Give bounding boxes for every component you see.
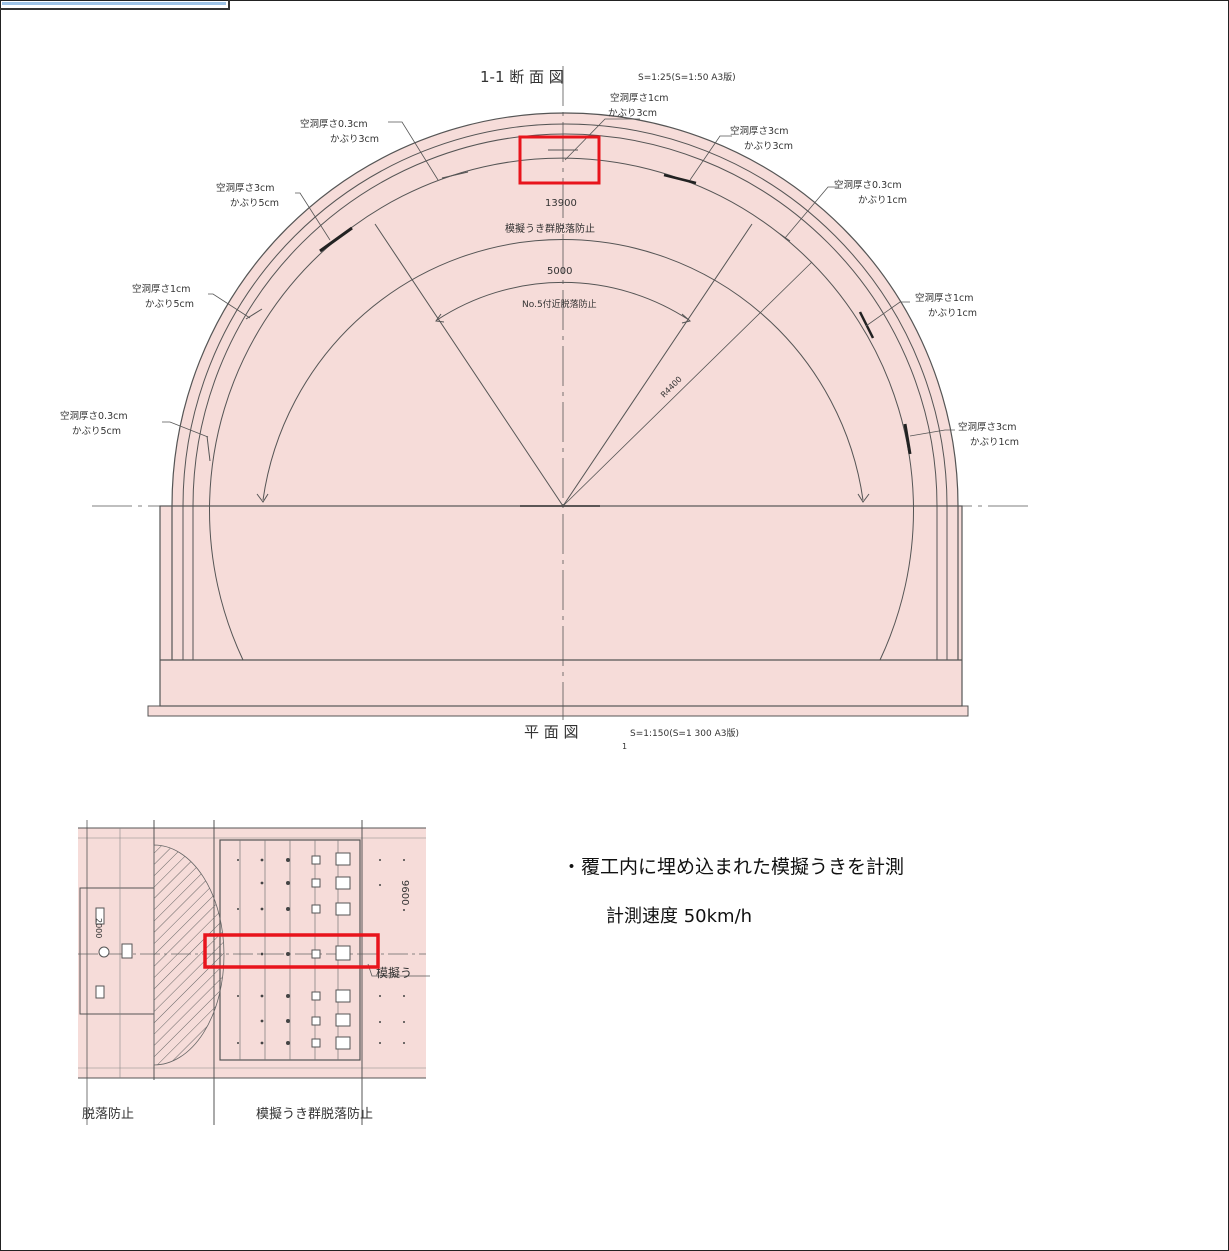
dim-arc-inner	[436, 281, 690, 321]
plan-left-label: 脱落防止	[82, 1106, 134, 1122]
hatch-area	[153, 844, 225, 1066]
annot-6-l1: 空洞厚さ1cm	[132, 283, 191, 295]
annot-4-l2: かぶり5cm	[230, 198, 279, 209]
mid-arch-1	[182, 123, 948, 507]
annot-4-l1: 空洞厚さ3cm	[216, 182, 275, 194]
annot-8-l1: 空洞厚さ0.3cm	[60, 410, 128, 422]
plan-right-label: 模擬うき群脱落防止	[256, 1106, 373, 1122]
annot-9-l1: 空洞厚さ3cm	[958, 421, 1017, 433]
dim-5000: 5000	[547, 266, 572, 277]
section-scale: S=1:25(S=1:50 A3版)	[638, 71, 736, 83]
annot-1-l2: かぶり3cm	[608, 108, 657, 119]
plan-fill	[78, 828, 426, 1078]
section-drawing: 1	[92, 66, 1028, 751]
annot-9-l2: かぶり1cm	[970, 437, 1019, 448]
dim-13900: 13900	[545, 198, 577, 209]
annot-5-l1: 空洞厚さ0.3cm	[834, 179, 902, 191]
annot-1-l1: 空洞厚さ1cm	[610, 92, 669, 104]
plan-dim-2000: 2000	[94, 918, 103, 938]
highlight-box-plan	[203, 933, 380, 969]
mid-arch-2	[192, 133, 938, 507]
corner-tab-accent	[2, 2, 226, 5]
section-fill	[148, 113, 968, 716]
corner-tab	[0, 0, 230, 10]
plan-dim-9600: 9600	[399, 880, 410, 905]
plan-title: 平 面 図	[524, 723, 579, 741]
section-title: 1-1 断 面 図	[480, 68, 564, 86]
annot-3-l1: 空洞厚さ3cm	[730, 125, 789, 137]
plan-drawing	[78, 820, 430, 1125]
annot-2-l2: かぶり3cm	[330, 134, 379, 145]
note-bullet: ・覆工内に埋め込まれた模擬うきを計測	[562, 856, 905, 878]
dim-arc-outer	[262, 239, 864, 501]
highlight-box-section	[518, 135, 601, 185]
annot-8-l2: かぶり5cm	[72, 426, 121, 437]
annot-6-l2: かぶり5cm	[145, 299, 194, 310]
svg-text:1: 1	[622, 742, 627, 751]
plan-scale: S=1:150(S=1 300 A3版)	[630, 727, 739, 739]
note-speed: 計測速度 50km/h	[606, 906, 753, 927]
outer-arch	[171, 112, 959, 507]
annot-7-l1: 空洞厚さ1cm	[915, 292, 974, 304]
annot-5-l2: かぶり1cm	[858, 195, 907, 206]
annot-7-l2: かぶり1cm	[928, 308, 977, 319]
dim-5000-label: No.5付近脱落防止	[522, 298, 597, 310]
plan-inner-label: 模擬う	[376, 965, 412, 980]
annot-2-l1: 空洞厚さ0.3cm	[300, 118, 368, 130]
dim-13900-label: 模擬うき群脱落防止	[505, 222, 595, 235]
annot-3-l2: かぶり3cm	[744, 141, 793, 152]
